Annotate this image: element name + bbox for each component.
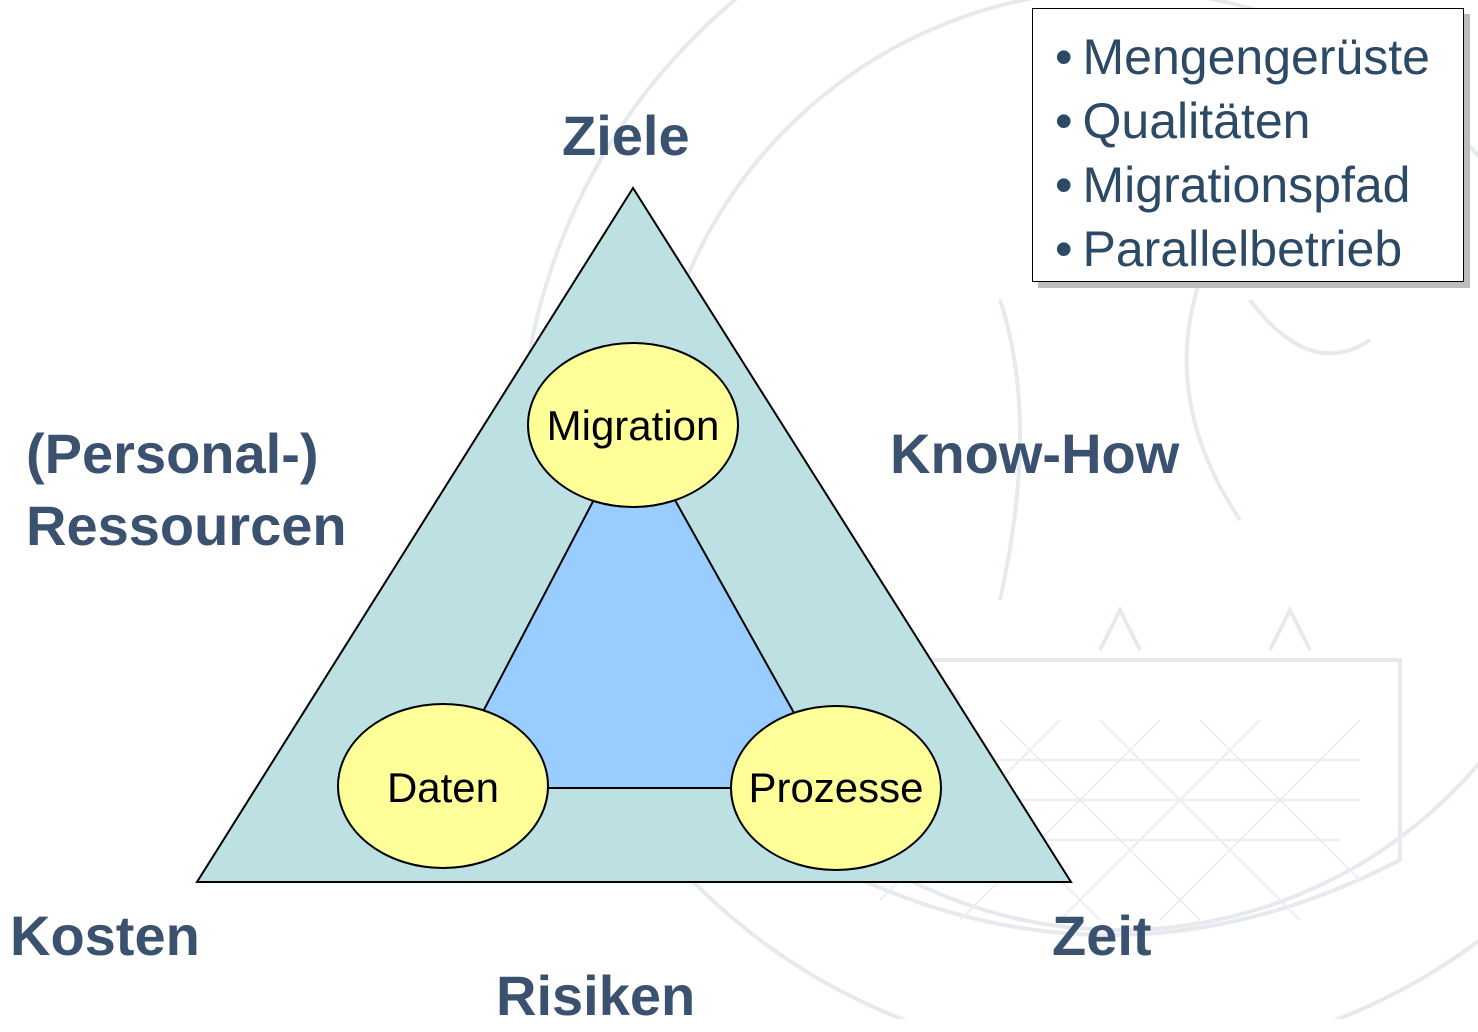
info-item-qualitaeten: Qualitäten bbox=[1055, 89, 1463, 153]
label-know-how: Know-How bbox=[890, 422, 1180, 485]
svg-text:Migration: Migration bbox=[547, 402, 720, 449]
svg-text:Daten: Daten bbox=[387, 764, 499, 811]
node-daten: Daten bbox=[337, 703, 549, 869]
info-item-mengengerueste: Mengengerüste bbox=[1055, 25, 1463, 89]
node-migration: Migration bbox=[527, 342, 739, 508]
label-personal-line2: Ressourcen bbox=[26, 493, 347, 557]
info-item-parallelbetrieb: Parallelbetrieb bbox=[1055, 217, 1463, 281]
svg-text:Prozesse: Prozesse bbox=[748, 764, 923, 811]
info-list: Mengengerüste Qualitäten Migrationspfad … bbox=[1033, 9, 1463, 281]
info-item-migrationspfad: Migrationspfad bbox=[1055, 153, 1463, 217]
node-prozesse: Prozesse bbox=[730, 705, 942, 871]
info-box: Mengengerüste Qualitäten Migrationspfad … bbox=[1032, 8, 1464, 282]
label-zeit: Zeit bbox=[1052, 904, 1152, 967]
label-kosten: Kosten bbox=[10, 904, 200, 967]
label-personal-ressourcen: (Personal-) Ressourcen bbox=[26, 418, 347, 561]
label-personal-line1: (Personal-) bbox=[26, 422, 319, 485]
label-ziele: Ziele bbox=[562, 104, 690, 167]
label-risiken: Risiken bbox=[496, 964, 696, 1027]
inner-triangle bbox=[441, 422, 838, 789]
